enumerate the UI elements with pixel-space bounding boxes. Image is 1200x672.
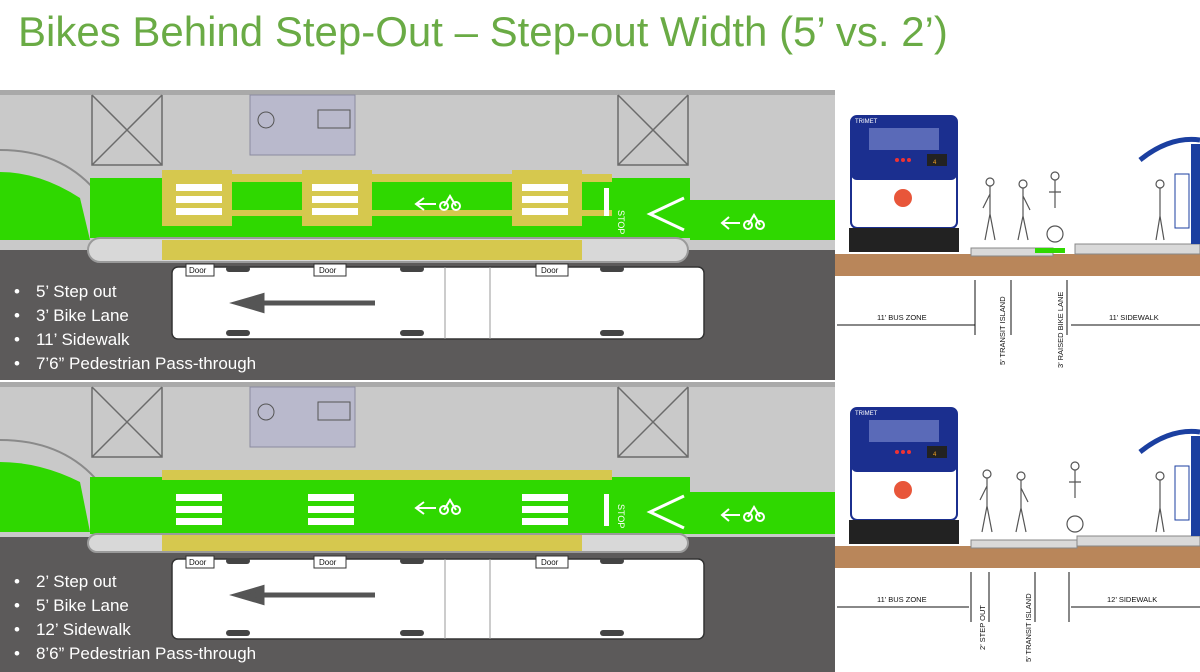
bike-lane [90,477,690,534]
cross-section-top: 4 TRIMET 11’ [835,110,1200,380]
driveway-right [617,386,689,458]
door-label: Door [319,266,337,275]
dimension-label: 11’ SIDEWALK [1109,313,1159,322]
plan-drawing-top: STOP Door Door Door [0,90,835,380]
dimension-label: 5’ TRANSIT ISLAND [1024,593,1033,662]
bike-arrow-icon [720,213,765,230]
transit-island [970,539,1078,549]
shelter [249,94,356,156]
bus-route-number: 4 [933,452,937,458]
spec-item: 12’ Sidewalk [14,618,256,642]
dimension-label: 11’ BUS ZONE [877,595,927,604]
bus-icon: 4 TRIMET [849,115,959,252]
bus-brand: TRIMET [855,119,878,125]
cyclist-icon [1046,171,1064,243]
spec-item: 8’6” Pedestrian Pass-through [14,642,256,666]
section-drawing-bottom: 4 TRIMET 11 [835,407,1200,662]
spec-list: 5’ Step out 3’ Bike Lane 11’ Sidewalk 7’… [14,280,256,376]
shelter [249,386,356,448]
door-label: Door [541,266,559,275]
door-label: Door [541,558,559,567]
tactile-strip [162,240,582,260]
dimension-label: 2’ STEP OUT [978,605,987,650]
bike-arrow-icon [414,194,461,211]
sidewalk [1076,535,1200,547]
bike-lane-entry [0,462,90,532]
stop-label: STOP [616,504,626,528]
dimension-lines [837,572,1200,622]
pedestrian-icon [979,469,1165,533]
door-label: Door [189,558,207,567]
shelter-icon [1138,428,1200,536]
bus-route-number: 4 [933,160,937,166]
bus-brand: TRIMET [855,411,878,417]
ground [835,546,1200,568]
crosswalk-markings [176,184,609,216]
dimension-lines [837,280,1200,335]
bike-arrow-icon [414,498,461,515]
plan-view-top: STOP Door Door Door [0,90,835,380]
driveway-left [91,94,163,166]
spec-item: 2’ Step out [14,570,256,594]
section-drawing-top: 4 TRIMET 11’ [835,115,1200,368]
chevron-marking [646,494,685,530]
dimension-label: 3’ RAISED BIKE LANE [1056,292,1065,368]
dimension-label: 5’ TRANSIT ISLAND [998,296,1007,365]
ground [835,254,1200,276]
spec-item: 7’6” Pedestrian Pass-through [14,352,256,376]
bus-icon: 4 TRIMET [849,407,959,544]
door-label: Door [319,558,337,567]
bike-lane-exit [690,200,835,240]
raised-bike-lane [1035,248,1065,253]
chevron-marking [646,196,685,232]
shelter-fixtures-icon [257,109,351,129]
spec-item: 5’ Bike Lane [14,594,256,618]
tactile-strip [162,535,582,551]
spec-item: 3’ Bike Lane [14,304,256,328]
shelter-fixtures-icon [257,401,351,421]
spec-list: 2’ Step out 5’ Bike Lane 12’ Sidewalk 8’… [14,570,256,666]
shelter-icon [1138,136,1200,244]
cyclist-icon [1066,461,1084,533]
door-label: Door [189,266,207,275]
pedestrian-icon [982,177,1165,241]
driveway-right [617,94,689,166]
driveway-left [91,386,163,458]
bike-lane-entry [0,172,90,240]
bike-arrow-icon [720,505,765,522]
slide-title: Bikes Behind Step-Out – Step-out Width (… [18,8,948,55]
sidewalk [1074,243,1200,255]
dimension-label: 12’ SIDEWALK [1107,595,1157,604]
stop-label: STOP [616,210,626,234]
spec-item: 5’ Step out [14,280,256,304]
cross-section-bottom: 4 TRIMET 11 [835,402,1200,670]
plan-view-bottom: STOP Door Door Door [0,382,835,672]
dimension-label: 11’ BUS ZONE [877,313,927,322]
spec-item: 11’ Sidewalk [14,328,256,352]
crosswalk-markings [176,494,609,526]
